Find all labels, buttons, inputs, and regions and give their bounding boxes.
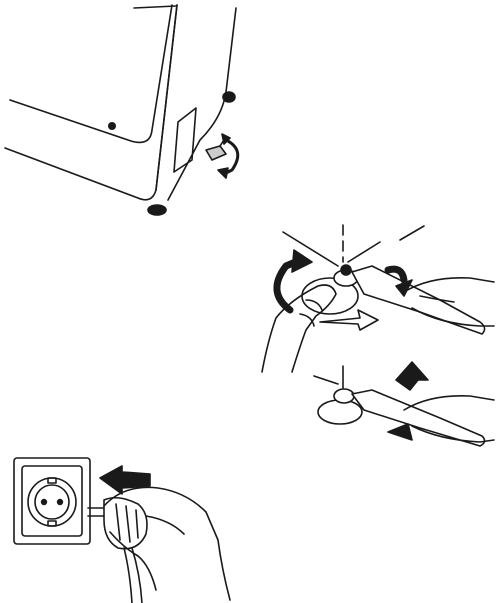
socket-hole-right	[58, 500, 63, 505]
foot-disk-lower	[318, 400, 362, 424]
socket-clip-bottom	[48, 521, 56, 526]
socket-hole-left	[42, 500, 47, 505]
locknut-lower	[334, 389, 354, 403]
cabinet-side-panel	[156, 5, 177, 190]
cabinet-front-panel	[10, 5, 172, 142]
bolt-upper	[341, 265, 351, 275]
adjustment-key	[206, 146, 226, 160]
appliance-corner-figure	[5, 5, 238, 215]
up-arrow-icon	[396, 362, 428, 390]
socket-clip-top	[48, 478, 56, 483]
sight-line-right	[348, 242, 380, 262]
rear-foot	[223, 92, 235, 102]
cabinet-front-inner-edge	[5, 5, 177, 200]
cabinet-screw-dot	[109, 123, 115, 129]
sight-line-lower-left	[314, 376, 338, 384]
front-foot	[148, 205, 166, 215]
down-arrow-icon	[388, 424, 412, 440]
cabinet-top-corner	[134, 6, 176, 8]
sight-line-far-right	[400, 226, 424, 240]
locknut-figure	[262, 225, 494, 446]
plug-figure	[14, 458, 230, 603]
wall-plate-outer	[14, 458, 90, 544]
ccw-arrowhead	[292, 250, 312, 272]
wrench-lower	[352, 390, 485, 446]
side-access-panel	[174, 108, 196, 172]
insert-arrow-icon	[100, 466, 150, 494]
rotation-arrowhead-bottom	[218, 168, 228, 178]
socket-face	[35, 485, 69, 519]
